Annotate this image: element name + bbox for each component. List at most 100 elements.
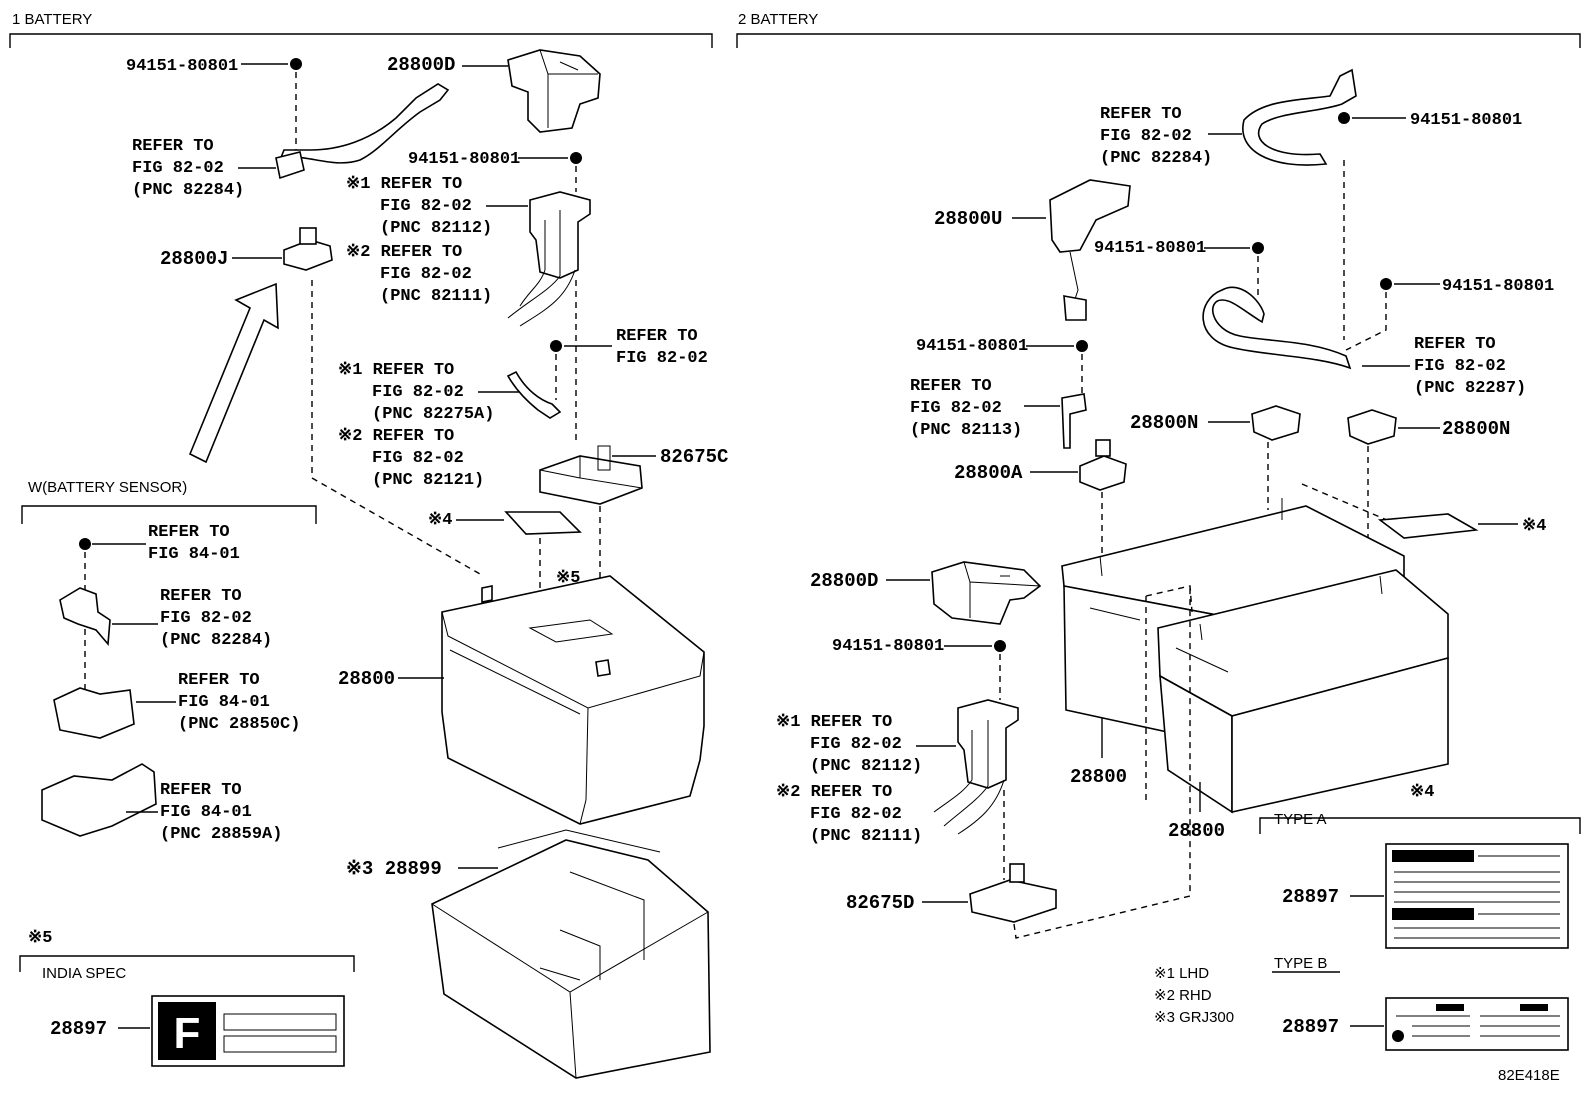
label-nut-94151-r1: 94151-80801 xyxy=(1410,111,1522,130)
label-ref-r-c1: REFER TO xyxy=(910,377,992,396)
nut-icon xyxy=(570,152,582,164)
label-nut-94151-l2: 94151-80801 xyxy=(408,150,520,169)
label-ref-r-d1: ※1 REFER TO xyxy=(776,713,892,732)
label-ref-l-c2: FIG 82-02 xyxy=(380,265,472,284)
nut-icon xyxy=(994,640,1006,652)
india-letter: F xyxy=(174,1009,201,1058)
ground-cable-82275A xyxy=(506,370,562,419)
label-sensor-ref2b: FIG 82-02 xyxy=(160,609,252,628)
direction-arrow-icon xyxy=(188,282,279,464)
label-28800A: 28800A xyxy=(954,462,1023,484)
label-patch-4-r xyxy=(1377,513,1479,539)
label-ref-l-b1: ※1 REFER TO xyxy=(346,175,462,194)
label-28800N-l: 28800N xyxy=(1130,412,1198,434)
label-ref-r-b2: FIG 82-02 xyxy=(1414,357,1506,376)
label-28897-india: 28897 xyxy=(50,1018,107,1040)
india-mark: ※5 xyxy=(28,929,52,948)
label-nut-94151-r3: 94151-80801 xyxy=(1442,277,1554,296)
label-patch-4 xyxy=(504,511,582,535)
label-ref-r-a1: REFER TO xyxy=(1100,105,1182,124)
india-letter-box xyxy=(158,1002,216,1060)
mark-4-r: ※4 xyxy=(1522,517,1546,536)
label-nut-94151-r5: 94151-80801 xyxy=(832,637,944,656)
bracket-type-a xyxy=(1259,817,1581,834)
label-ref-r-b1: REFER TO xyxy=(1414,335,1496,354)
label-ref-l-c1: ※2 REFER TO xyxy=(346,243,462,262)
legend-rhd: ※2 RHD xyxy=(1154,987,1212,1004)
bracket-india xyxy=(19,955,355,972)
battery-sensor-28800N-r xyxy=(1347,409,1397,445)
sensor-cable-82284 xyxy=(59,587,111,646)
label-28800-r-b: 28800 xyxy=(1168,820,1225,842)
label-ref-l-d2: FIG 82-02 xyxy=(616,349,708,368)
label-ref-r-d3: (PNC 82112) xyxy=(810,757,922,776)
label-sensor-ref4c: (PNC 28859A) xyxy=(160,825,282,844)
label-82675C: 82675C xyxy=(660,446,728,468)
label-ref-l-e1: ※1 REFER TO xyxy=(338,361,454,380)
label-28800J: 28800J xyxy=(160,248,228,270)
figure-id: 82E418E xyxy=(1498,1067,1560,1084)
type-a-mark: ※4 xyxy=(1410,783,1434,802)
nut-icon xyxy=(79,538,91,550)
bracket-sensor xyxy=(21,505,317,524)
nut-icon xyxy=(550,340,562,352)
label-ref-l-e2: FIG 82-02 xyxy=(372,383,464,402)
legend-grj300: ※3 GRJ300 xyxy=(1154,1009,1234,1026)
section-title-battery-2: 2 BATTERY xyxy=(738,11,818,28)
label-ref-r-e1: ※2 REFER TO xyxy=(776,783,892,802)
label-ref-l-a3: (PNC 82284) xyxy=(132,181,244,200)
label-nut-94151-r2: 94151-80801 xyxy=(1094,239,1206,258)
nut-icon xyxy=(1338,112,1350,124)
label-nut-94151-l1: 94151-80801 xyxy=(126,57,238,76)
label-ref-r-a2: FIG 82-02 xyxy=(1100,127,1192,146)
label-28800D-r: 28800D xyxy=(810,570,878,592)
label-ref-r-b3: (PNC 82287) xyxy=(1414,379,1526,398)
label-sensor-ref3a: REFER TO xyxy=(178,671,260,690)
label-ref-l-c3: (PNC 82111) xyxy=(380,287,492,306)
label-28897-type-a: 28897 xyxy=(1282,886,1339,908)
ground-cable-82113 xyxy=(1061,393,1087,449)
label-ref-l-b3: (PNC 82112) xyxy=(380,219,492,238)
label-28899: ※3 28899 xyxy=(346,858,442,880)
label-28800D-l: 28800D xyxy=(387,54,455,76)
label-28800-l: 28800 xyxy=(338,668,395,690)
nut-icon xyxy=(290,58,302,70)
battery-28800-front xyxy=(1231,656,1449,813)
label-sensor-ref2a: REFER TO xyxy=(160,587,242,606)
type-a-title: TYPE A xyxy=(1274,811,1327,828)
battery-tray-28899 xyxy=(431,839,711,1079)
label-sensor-ref3b: FIG 84-01 xyxy=(178,693,270,712)
label-ref-l-f3: (PNC 82121) xyxy=(372,471,484,490)
label-ref-l-d1: REFER TO xyxy=(616,327,698,346)
label-ref-l-a1: REFER TO xyxy=(132,137,214,156)
nut-icon xyxy=(1076,340,1088,352)
section-title-battery-1: 1 BATTERY xyxy=(12,11,92,28)
label-ref-r-c3: (PNC 82113) xyxy=(910,421,1022,440)
sensor-cover-28800U xyxy=(1049,179,1131,253)
label-82675D: 82675D xyxy=(846,892,914,914)
label-ref-r-e3: (PNC 82111) xyxy=(810,827,922,846)
label-ref-r-c2: FIG 82-02 xyxy=(910,399,1002,418)
label-28800-r-a: 28800 xyxy=(1070,766,1127,788)
nut-icon xyxy=(1252,242,1264,254)
battery-cable-82284-r xyxy=(1242,68,1357,166)
label-ref-r-e2: FIG 82-02 xyxy=(810,805,902,824)
bracket-battery-2 xyxy=(736,33,1581,48)
label-ref-l-a2: FIG 82-02 xyxy=(132,159,224,178)
label-28800N-r: 28800N xyxy=(1442,418,1510,440)
label-ref-l-b2: FIG 82-02 xyxy=(380,197,472,216)
sensor-28850C xyxy=(53,687,135,739)
terminal-clamp-82675D xyxy=(969,879,1057,923)
terminal-28800A xyxy=(1079,455,1127,491)
label-ref-r-a3: (PNC 82284) xyxy=(1100,149,1212,168)
section-title-sensor: W(BATTERY SENSOR) xyxy=(28,479,187,496)
label-sensor-ref3c: (PNC 28850C) xyxy=(178,715,300,734)
legend-lhd: ※1 LHD xyxy=(1154,965,1209,982)
nut-icon xyxy=(1380,278,1392,290)
label-nut-94151-r4: 94151-80801 xyxy=(916,337,1028,356)
label-sensor-ref2c: (PNC 82284) xyxy=(160,631,272,650)
battery-sensor-28800N-l xyxy=(1251,405,1301,441)
label-sensor-ref4b: FIG 84-01 xyxy=(160,803,252,822)
label-ref-l-f2: FIG 82-02 xyxy=(372,449,464,468)
